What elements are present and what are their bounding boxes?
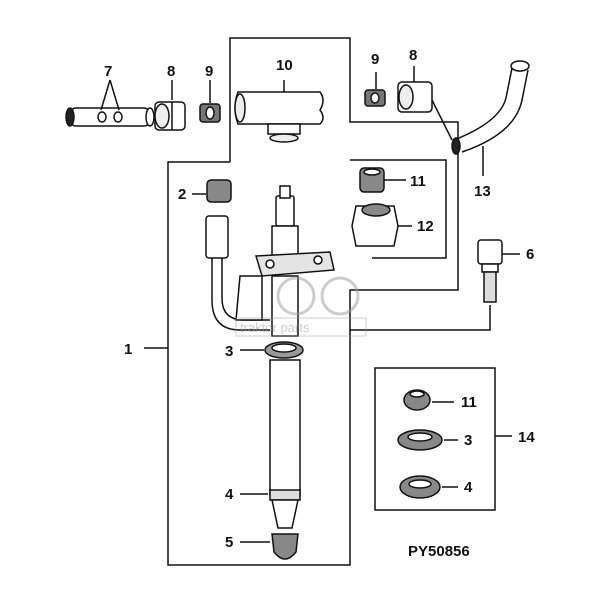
kit-part-3-washer bbox=[397, 429, 458, 451]
part-12-nut bbox=[351, 203, 412, 247]
part-13-bent-pipe bbox=[431, 60, 530, 176]
part-1-injector bbox=[205, 185, 335, 529]
callout-14: 14 bbox=[518, 429, 535, 446]
part-6-bolt bbox=[477, 239, 520, 303]
part-2-cap bbox=[192, 179, 232, 203]
part-9-ring-left bbox=[199, 80, 221, 123]
callout-11-top: 11 bbox=[410, 173, 426, 190]
part-8-nut-left bbox=[154, 80, 186, 131]
callout-8-right: 8 bbox=[409, 47, 417, 64]
kit-part-4-washer bbox=[399, 475, 458, 499]
part-9-ring-right bbox=[364, 72, 386, 107]
callout-12: 12 bbox=[417, 218, 434, 235]
callout-8-left: 8 bbox=[167, 63, 175, 80]
callout-4-main: 4 bbox=[225, 486, 234, 503]
part-8-nut-right bbox=[397, 66, 433, 113]
callout-9-left: 9 bbox=[205, 63, 213, 80]
part-5-tip bbox=[240, 533, 299, 560]
part-3-washer-main bbox=[240, 341, 304, 359]
callout-3-kit: 3 bbox=[464, 432, 472, 449]
callout-6: 6 bbox=[526, 246, 534, 263]
callout-10: 10 bbox=[276, 57, 293, 74]
callout-1: 1 bbox=[124, 341, 132, 358]
seal-kit-box bbox=[374, 367, 496, 511]
callout-7: 7 bbox=[104, 63, 112, 80]
callout-2: 2 bbox=[178, 186, 186, 203]
part-11-seal-top bbox=[359, 167, 406, 193]
callout-3-main: 3 bbox=[225, 343, 233, 360]
assembly-bracket-lines bbox=[144, 37, 491, 566]
callout-5: 5 bbox=[225, 534, 233, 551]
callout-13: 13 bbox=[474, 183, 491, 200]
reference-code: PY50856 bbox=[408, 543, 470, 560]
watermark: traktor parts bbox=[235, 276, 367, 337]
callout-11-kit: 11 bbox=[461, 394, 477, 411]
part-10-tee-fitting bbox=[234, 80, 324, 143]
watermark-text: traktor parts bbox=[240, 320, 310, 335]
kit-part-11-seal bbox=[403, 389, 454, 411]
callout-9-right: 9 bbox=[371, 51, 379, 68]
part-7-sleeve bbox=[65, 79, 155, 127]
callout-4-kit: 4 bbox=[464, 479, 473, 496]
